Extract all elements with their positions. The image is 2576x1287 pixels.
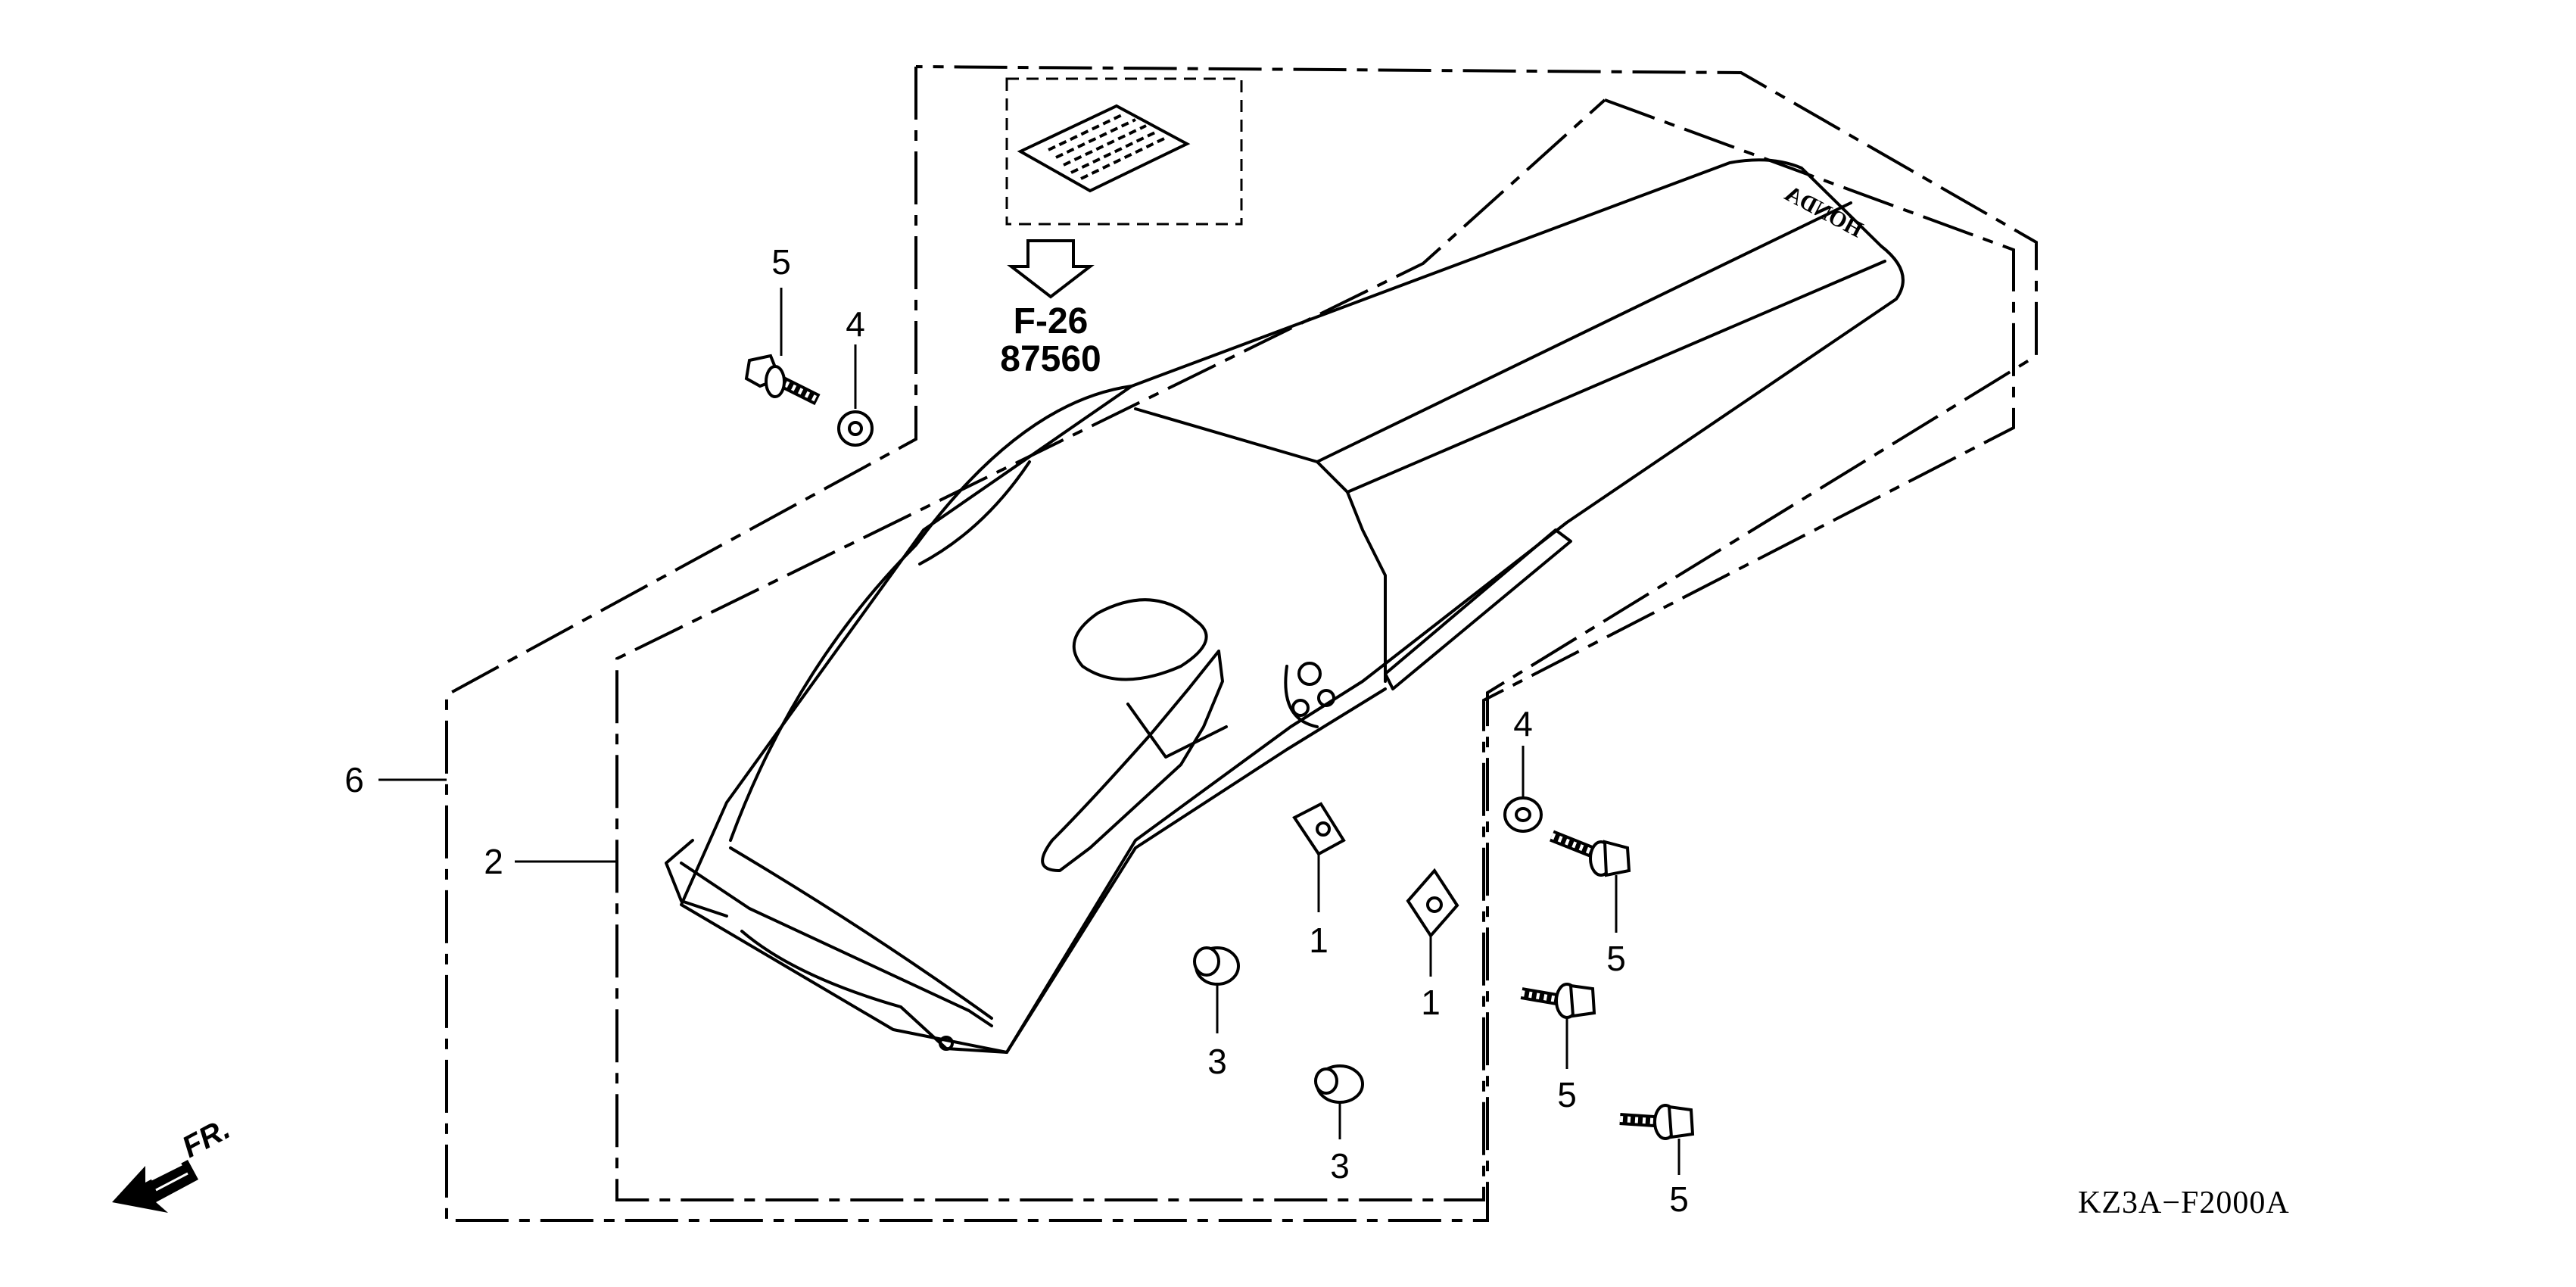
- caution-label-icon: [1017, 104, 1191, 193]
- bolt-5d: [1619, 1104, 1695, 1140]
- callout-5-right-middle: 5: [1557, 1075, 1577, 1114]
- callout-5-right-upper: 5: [1606, 939, 1626, 978]
- bolt-5c: [1520, 983, 1596, 1019]
- reference-page: F-26: [1014, 301, 1089, 341]
- callout-4-right: 4: [1513, 704, 1533, 743]
- callout-3-right: 3: [1330, 1146, 1350, 1186]
- clip-nut-1b: [1406, 868, 1459, 939]
- bolt-5b: [1550, 830, 1631, 877]
- grommet-3b: [1314, 1064, 1364, 1104]
- callout-5-top: 5: [771, 242, 791, 282]
- bolt-5a: [744, 354, 821, 406]
- front-direction-label: FR.: [177, 1112, 236, 1164]
- callout-5-right-lower: 5: [1669, 1179, 1689, 1219]
- callout-6: 6: [344, 760, 364, 799]
- callout-2: 2: [484, 842, 503, 881]
- label-reference-box: [1005, 77, 1243, 226]
- diagram-code: KZ3A−F2000A: [2078, 1186, 2290, 1220]
- front-direction-arrow-icon: [112, 1160, 198, 1213]
- grommet-3a: [1193, 946, 1240, 986]
- reference-arrow-icon: [1007, 239, 1095, 299]
- washer-4b: [1503, 796, 1543, 833]
- callout-4-top: 4: [846, 304, 865, 344]
- callout-3-left: 3: [1207, 1042, 1227, 1081]
- clip-nut-1a: [1292, 802, 1346, 856]
- washer-4a: [837, 410, 874, 447]
- leader-lines: [378, 288, 1680, 1175]
- assembly-boundary-inner: [615, 98, 2015, 1201]
- assembly-boundary-outer: [445, 65, 2038, 1222]
- rear-fender: HONDA: [665, 158, 1905, 1054]
- callout-1-right: 1: [1421, 983, 1441, 1022]
- reference-part-number: 87560: [1000, 339, 1101, 379]
- callout-1-left: 1: [1309, 921, 1328, 960]
